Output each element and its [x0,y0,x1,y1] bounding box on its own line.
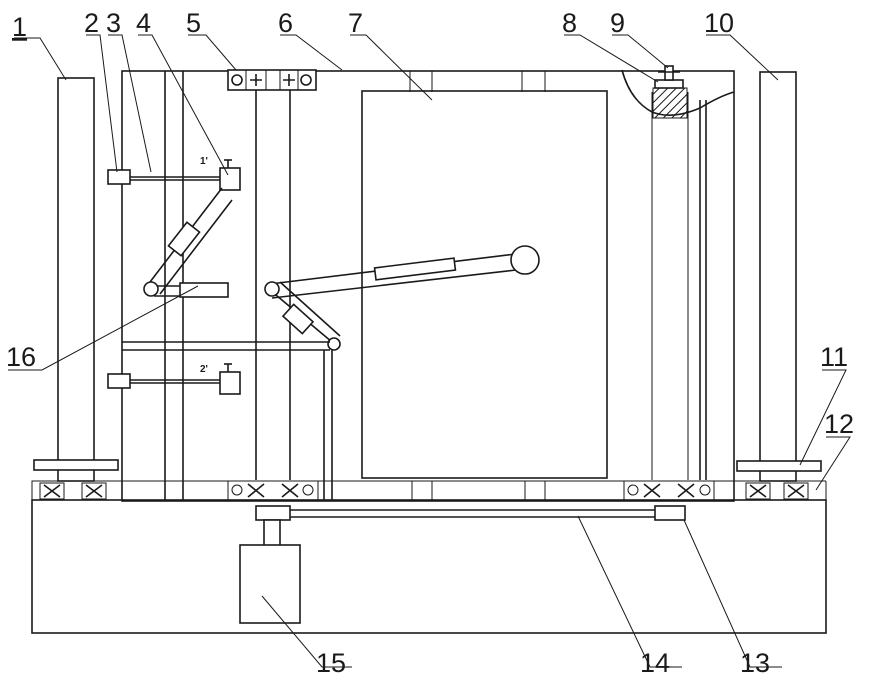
label-7: 7 [348,8,363,38]
label-10: 10 [704,8,734,38]
left-rail-bearings [40,483,106,499]
label-11: 11 [820,342,848,372]
base-housing [32,481,826,633]
label-1: 1 [12,12,27,42]
linkage-mechanism [122,188,539,500]
belt-drive [256,506,685,520]
label-13: 13 [740,648,770,678]
label-4: 4 [136,8,151,38]
label-9: 9 [610,8,625,38]
left-guide-rail [32,78,122,500]
label-6: 6 [278,8,293,38]
lower-limit-switch: 2' [108,364,240,394]
inner-right-bearings [624,481,714,500]
label-16: 16 [6,342,36,372]
right-rail-bearings [746,483,808,499]
top-right-sensor [622,66,734,118]
screw-icon [665,66,673,80]
part-labels: 1 2 3 4 5 6 7 8 9 10 11 12 13 14 15 16 [6,8,854,678]
glass-panel [362,91,607,478]
terminal-block [228,70,316,90]
leader-lines [8,35,850,667]
lower-switch-mark: 2' [200,364,208,375]
label-3: 3 [106,8,121,38]
upper-switch-mark: 1' [200,156,208,167]
label-8: 8 [562,8,577,38]
label-12: 12 [824,409,854,439]
drive-motor [240,520,300,623]
inner-left-bearings [228,481,318,500]
right-guide-rail [737,72,821,499]
label-14: 14 [640,648,670,678]
label-5: 5 [186,8,201,38]
label-15: 15 [316,648,346,678]
label-2: 2 [84,8,99,38]
